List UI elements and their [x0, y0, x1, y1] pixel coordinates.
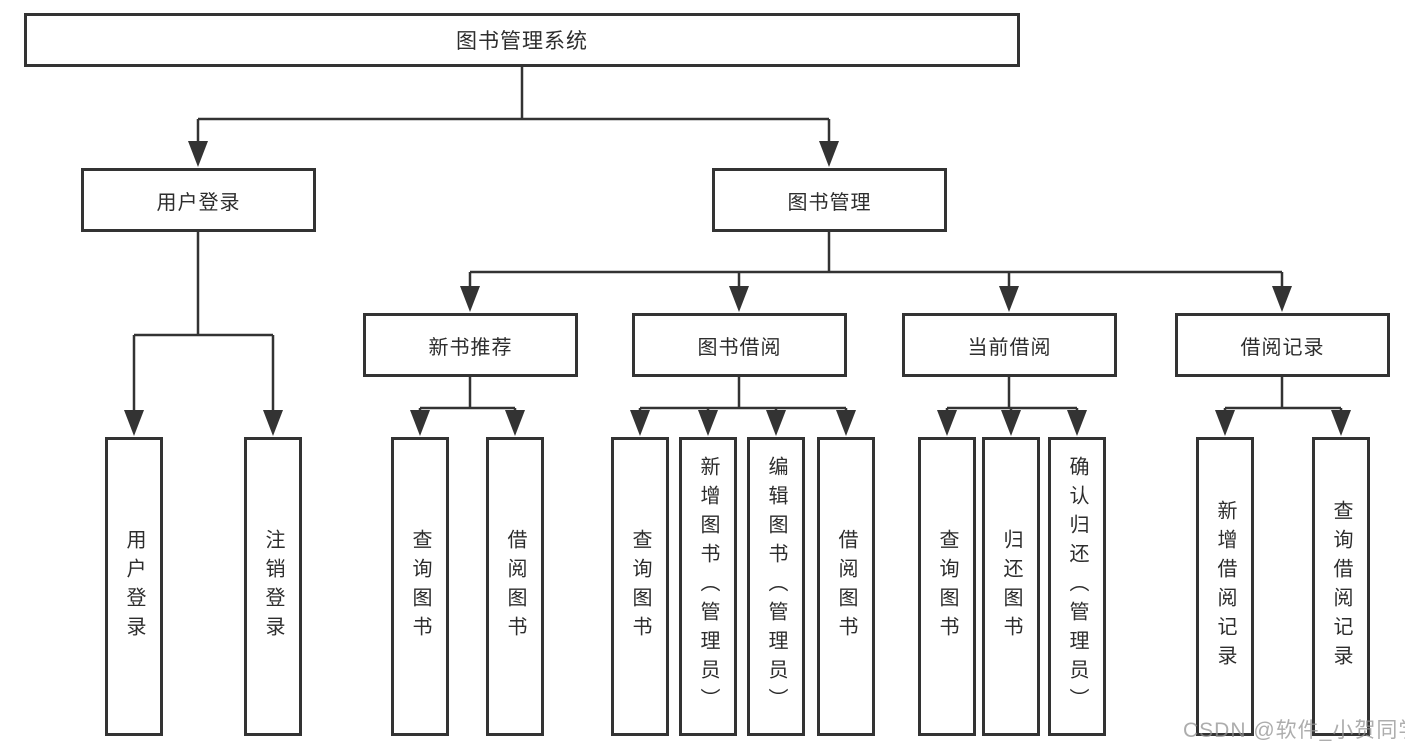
leaf-confirm-return-admin: 确认归还（管理员）	[1048, 437, 1106, 736]
node-borrow-records: 借阅记录	[1175, 313, 1390, 377]
connector-new-book-recommend-children	[418, 377, 517, 414]
leaf-borrow-books: 借阅图书	[817, 437, 875, 736]
connector-root-to-level2	[196, 67, 831, 145]
leaf-edit-books-admin: 编辑图书（管理员）	[747, 437, 805, 736]
connector-user-login-children	[132, 232, 275, 414]
node-user-login: 用户登录	[81, 168, 316, 232]
node-current-borrow: 当前借阅	[902, 313, 1117, 377]
leaf-user-login: 用户登录	[105, 437, 163, 736]
leaf-query-books-borrow: 查询图书	[611, 437, 669, 736]
connector-borrow-records-children	[1223, 377, 1343, 414]
connector-current-borrow-children	[945, 377, 1079, 414]
node-new-book-recommend: 新书推荐	[363, 313, 578, 377]
leaf-add-books-admin: 新增图书（管理员）	[679, 437, 737, 736]
leaf-query-books-current: 查询图书	[918, 437, 976, 736]
leaf-return-books: 归还图书	[982, 437, 1040, 736]
csdn-watermark: CSDN @软件_小贺同学	[1183, 719, 1405, 742]
node-book-management: 图书管理	[712, 168, 947, 232]
connector-book-borrow-children	[638, 377, 848, 414]
leaf-add-borrow-record: 新增借阅记录	[1196, 437, 1254, 736]
leaf-query-borrow-record: 查询借阅记录	[1312, 437, 1370, 736]
leaf-query-books-recommend: 查询图书	[391, 437, 449, 736]
leaf-logout: 注销登录	[244, 437, 302, 736]
node-book-borrow: 图书借阅	[632, 313, 847, 377]
node-library-management-system: 图书管理系统	[24, 13, 1020, 67]
leaf-borrow-books-recommend: 借阅图书	[486, 437, 544, 736]
connector-book-management-children	[468, 232, 1284, 290]
